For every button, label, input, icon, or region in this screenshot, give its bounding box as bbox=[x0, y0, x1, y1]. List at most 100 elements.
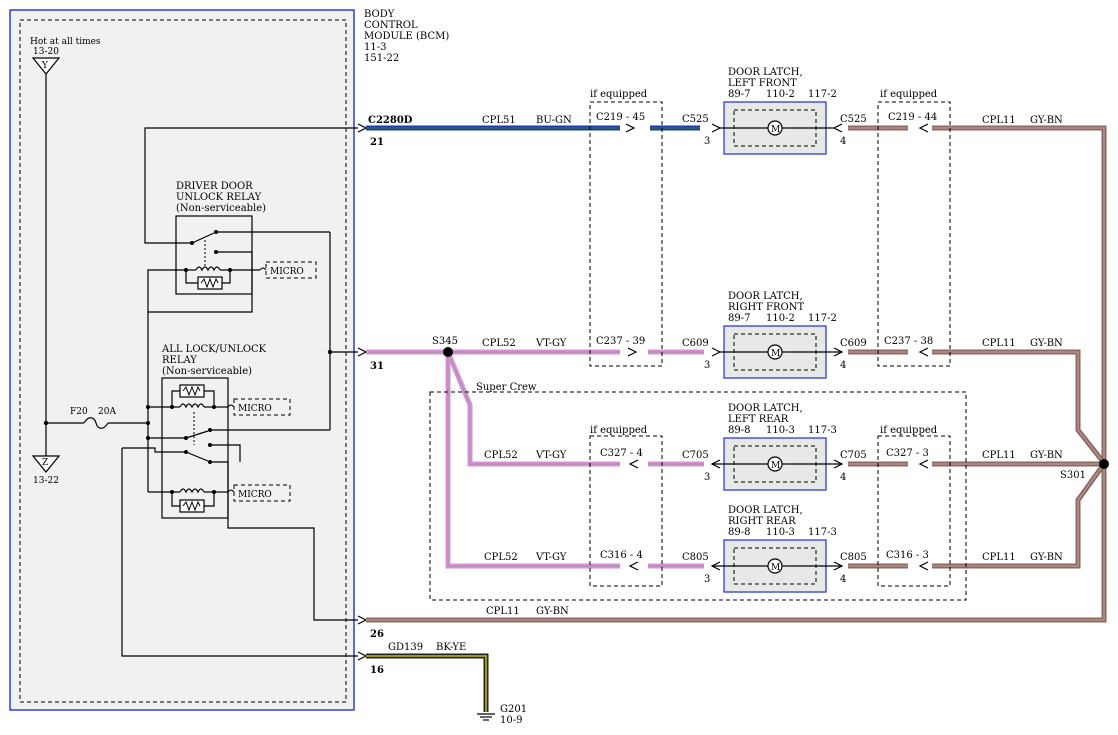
driver-relay-title-3: (Non-serviceable) bbox=[176, 203, 266, 214]
if-equipped-c219-left bbox=[589, 101, 663, 367]
latch-rr-pin-out: 4 bbox=[840, 574, 846, 585]
inline-c237-39: C237 - 39 bbox=[596, 336, 645, 347]
wire-cpl11c-label: CPL11 bbox=[982, 450, 1016, 461]
latch-rr-conn-out: C805 bbox=[840, 552, 867, 563]
latch-rr-ref-2: 110-3 bbox=[766, 527, 795, 538]
wire-gy-bn-c-label: GY-BN bbox=[1030, 450, 1063, 461]
latch-rf-title-2: RIGHT FRONT bbox=[728, 302, 804, 313]
bcm-pin-16: 16 bbox=[370, 665, 384, 676]
inline-c327-3: C327 - 3 bbox=[886, 448, 929, 459]
c237-38-arrow-icon bbox=[918, 347, 929, 357]
bcm-pin-31: 31 bbox=[370, 361, 384, 372]
driver-relay-switch bbox=[191, 232, 215, 244]
latch-lf-ref-1: 89-7 bbox=[728, 89, 750, 100]
latch-rr-title-2: RIGHT REAR bbox=[728, 516, 796, 527]
latch-lf-title-2: LEFT FRONT bbox=[728, 78, 797, 89]
driver-relay-coil-icon bbox=[195, 266, 221, 272]
latch-rr-motor-icon: M bbox=[771, 563, 780, 573]
hot-ref: 13-20 bbox=[33, 47, 59, 57]
wire-gy-bn-e-label: GY-BN bbox=[536, 606, 569, 617]
latch-rr-title-1: DOOR LATCH, bbox=[728, 505, 803, 516]
wire-cpl11b-label: CPL11 bbox=[982, 338, 1016, 349]
fuse-name: F20 bbox=[70, 407, 88, 417]
door-latch-left-front: DOOR LATCH, LEFT FRONT 89-7 110-2 117-2 … bbox=[682, 67, 867, 155]
splice-s345-label: S345 bbox=[432, 336, 458, 347]
latch-lf-ref-3: 117-2 bbox=[808, 89, 837, 100]
wire-cpl52a-label: CPL52 bbox=[482, 338, 516, 349]
fuse-rating: 20A bbox=[98, 407, 116, 417]
wire-vt-gy-b-label: VT-GY bbox=[535, 450, 567, 461]
inline-c316-3: C316 - 3 bbox=[886, 550, 929, 561]
latch-lr-conn-out: C705 bbox=[840, 450, 867, 461]
door-latch-left-rear: DOOR LATCH, LEFT REAR 89-8 110-3 117-3 M… bbox=[682, 403, 867, 491]
latch-lf-pin-out: 4 bbox=[840, 136, 846, 147]
wire-cpl11d-label: CPL11 bbox=[982, 552, 1016, 563]
wire-cpl52b-label: CPL52 bbox=[484, 450, 518, 461]
wire-gd139-label: GD139 bbox=[388, 642, 423, 653]
pin16-arrow-icon bbox=[357, 651, 368, 661]
inline-c219-45: C219 - 45 bbox=[596, 112, 645, 123]
latch-rr-conn-in: C805 bbox=[682, 552, 709, 563]
wire-gy-bn-b-label: GY-BN bbox=[1030, 338, 1063, 349]
driver-relay-micro: MICRO bbox=[270, 267, 304, 277]
wire-cpl11-lf bbox=[848, 125, 1107, 463]
wire-cpl11-rf bbox=[848, 349, 1106, 465]
all-relay-micro1-box bbox=[233, 398, 291, 416]
latch-rf-conn-in: C609 bbox=[682, 338, 709, 349]
latch-lr-title-1: DOOR LATCH, bbox=[728, 403, 803, 414]
all-relay-micro2: MICRO bbox=[238, 490, 272, 500]
wire-relay-to-pin21 bbox=[144, 127, 358, 244]
bcm-title-2: CONTROL bbox=[364, 20, 418, 31]
wire-gd139 bbox=[366, 653, 489, 712]
if-equipped-c327-c316-right bbox=[877, 435, 951, 587]
latch-rf-title-1: DOOR LATCH, bbox=[728, 291, 803, 302]
latch-rr-pin-in: 3 bbox=[704, 574, 710, 585]
c327-3-arrow-icon bbox=[918, 459, 929, 469]
latch-rf-conn-out: C609 bbox=[840, 338, 867, 349]
bcm-ref-1: 11-3 bbox=[364, 42, 386, 53]
latch-lr-ref-1: 89-8 bbox=[728, 425, 750, 436]
wire-cpl11a-label: CPL11 bbox=[982, 115, 1016, 126]
c327-4-arrow-icon bbox=[628, 459, 639, 469]
wire-cpl11e-label: CPL11 bbox=[486, 606, 520, 617]
if-equipped-label-4: if equipped bbox=[880, 425, 938, 436]
latch-rf-pin-out: 4 bbox=[840, 360, 846, 371]
hot-label: Hot at all times bbox=[30, 37, 101, 47]
all-relay-switch1 bbox=[185, 430, 209, 439]
all-relay-coil2-icon bbox=[179, 488, 205, 494]
latch-lf-conn-out: C525 bbox=[840, 114, 867, 125]
c316-3-arrow-icon bbox=[918, 561, 929, 571]
latch-lr-pin-in: 3 bbox=[704, 472, 710, 483]
if-equipped-c327-c316-left bbox=[589, 435, 663, 587]
latch-rf-ref-1: 89-7 bbox=[728, 313, 750, 324]
splice-s345-dot bbox=[443, 347, 453, 357]
door-latch-right-rear: DOOR LATCH, RIGHT REAR 89-8 110-3 117-3 … bbox=[682, 505, 867, 593]
bcm-pin-21: 21 bbox=[370, 137, 384, 148]
super-crew-box bbox=[429, 391, 967, 601]
bcm-ref-2: 151-22 bbox=[364, 53, 399, 64]
pin31-arrow-icon bbox=[357, 347, 368, 357]
inline-c219-44: C219 - 44 bbox=[888, 112, 937, 123]
latch-lf-in-arrow-icon bbox=[711, 123, 722, 133]
latch-rf-pin-in: 3 bbox=[704, 360, 710, 371]
ground-g201-name: G201 bbox=[500, 704, 527, 715]
inline-c327-4: C327 - 4 bbox=[600, 448, 643, 459]
wire-cpl11-return bbox=[366, 464, 1107, 623]
latch-lf-title-1: DOOR LATCH, bbox=[728, 67, 803, 78]
all-relay-micro1: MICRO bbox=[238, 404, 272, 414]
if-equipped-label-2: if equipped bbox=[880, 89, 938, 100]
all-relay-title-1: ALL LOCK/UNLOCK bbox=[161, 344, 267, 355]
wire-vt-gy-a-label: VT-GY bbox=[535, 338, 567, 349]
latch-lr-pin-out: 4 bbox=[840, 472, 846, 483]
ground-g201-ref: 10-9 bbox=[500, 715, 522, 726]
latch-rf-ref-2: 110-2 bbox=[766, 313, 795, 324]
if-equipped-label-3: if equipped bbox=[590, 425, 648, 436]
bcm-module-box bbox=[9, 9, 355, 711]
latch-rr-ref-1: 89-8 bbox=[728, 527, 750, 538]
all-relay-coil1-icon bbox=[179, 403, 205, 409]
wire-bk-ye-label: BK-YE bbox=[436, 642, 466, 653]
c237-39-arrow-icon bbox=[627, 347, 638, 357]
wire-vt-gy-c-label: VT-GY bbox=[535, 552, 567, 563]
all-relay-box bbox=[161, 377, 229, 519]
c219-45-arrow-icon bbox=[625, 123, 636, 133]
